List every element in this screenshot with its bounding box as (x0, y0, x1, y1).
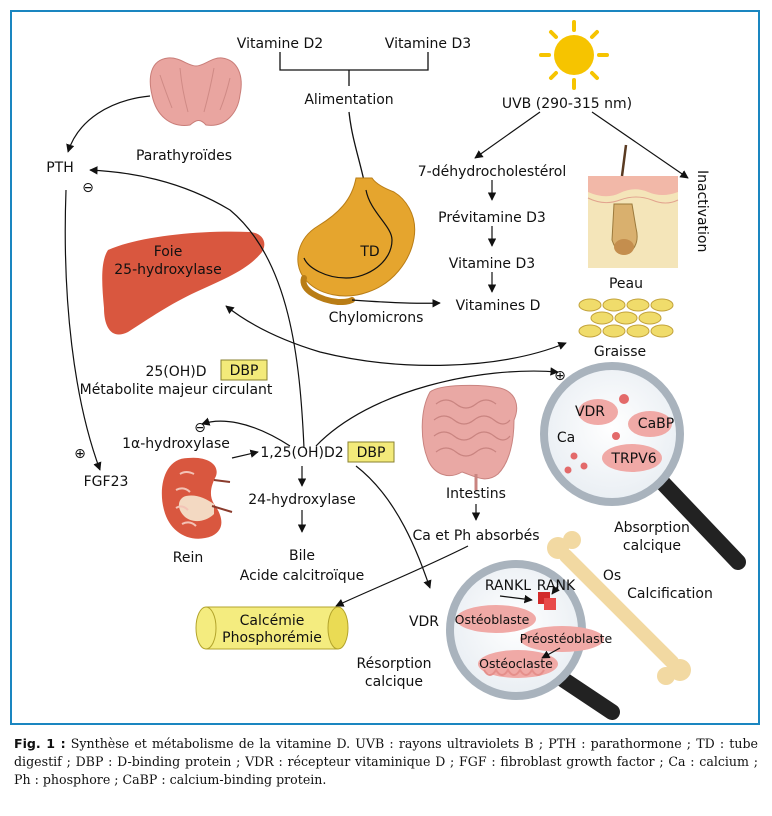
label-25ohd: 25(OH)D (145, 364, 206, 380)
skin-icon (587, 144, 679, 268)
label-resorption-2: calcique (365, 674, 423, 690)
liver-icon (102, 231, 265, 335)
label-vitamine-d2: Vitamine D2 (237, 36, 323, 52)
caption-fig-label: Fig. 1 : (14, 736, 66, 751)
label-lens-trpv6: TRPV6 (610, 451, 656, 467)
label-7-dehydrocholesterol: 7-déhydrocholestérol (418, 164, 566, 180)
label-acide-calcitroique: Acide calcitroïque (240, 568, 364, 584)
label-intestins: Intestins (446, 486, 506, 502)
magnifier-bone (446, 560, 620, 720)
label-vitamines-d: Vitamines D (456, 298, 541, 314)
intestine-icon (421, 384, 518, 490)
label-os: Os (603, 568, 621, 584)
label-calcification: Calcification (627, 586, 713, 602)
label-fgf23: FGF23 (84, 474, 129, 490)
label-dbp-1: DBP (230, 363, 259, 379)
label-absorption-1: Absorption (614, 520, 690, 536)
label-dbp-2: DBP (357, 445, 386, 461)
inhibit-sign-kidney: ⊖ (194, 420, 206, 436)
label-osteoclaste: Ostéoclaste (479, 656, 553, 671)
label-alimentation: Alimentation (304, 92, 393, 108)
label-foie: Foie (154, 244, 183, 260)
kidney-icon (161, 457, 233, 539)
figure-caption: Fig. 1 : Synthèse et métabolisme de la v… (14, 735, 758, 789)
label-resorption-1: Résorption (356, 656, 431, 672)
label-bile: Bile (289, 548, 315, 564)
calcemia-cylinder (195, 606, 349, 650)
label-calcemie: Calcémie (240, 613, 305, 629)
label-vitamine-d3: Vitamine D3 (449, 256, 535, 272)
label-lens-ca: Ca (557, 430, 575, 446)
activate-sign-intestine: ⊕ (554, 368, 566, 384)
dbp-box-1 (220, 359, 268, 381)
label-graisse: Graisse (594, 344, 646, 360)
label-vitamine-d3-top: Vitamine D3 (385, 36, 471, 52)
label-inactivation: Inactivation (694, 170, 710, 252)
label-absorption-2: calcique (623, 538, 681, 554)
label-1a-hydroxylase: 1α-hydroxylase (122, 436, 230, 452)
label-parathyroides: Parathyroïdes (136, 148, 232, 164)
label-previtamine-d3: Prévitamine D3 (438, 210, 546, 226)
inhibit-sign-pth: ⊖ (82, 180, 94, 196)
label-vdr: VDR (409, 614, 439, 630)
label-metabolite: Métabolite majeur circulant (80, 382, 273, 398)
sun-icon (539, 20, 609, 90)
label-24-hydroxylase: 24-hydroxylase (248, 492, 355, 508)
label-25-hydroxylase: 25-hydroxylase (114, 262, 221, 278)
magnifier-intestine (540, 362, 746, 570)
bone-icon (547, 531, 691, 685)
label-chylomicrons: Chylomicrons (329, 310, 424, 326)
caption-text: Synthèse et métabolisme de la vitamine D… (14, 736, 758, 787)
label-rank: RANK (537, 578, 576, 594)
vitamin-d-diagram: Vitamine D2 Vitamine D3 Alimentation UVB… (46, 20, 746, 720)
dbp-box-2 (347, 441, 395, 463)
label-preosteoblaste: Préostéoblaste (520, 631, 613, 646)
label-125ohd2: 1,25(OH)D2 (260, 445, 343, 461)
activate-sign-fgf23: ⊕ (74, 446, 86, 462)
label-phosphoremie: Phosphorémie (222, 630, 322, 646)
label-ca-ph-absorbes: Ca et Ph absorbés (413, 528, 540, 544)
label-td: TD (359, 244, 379, 260)
stomach-icon (297, 177, 416, 306)
label-uvb: UVB (290-315 nm) (502, 96, 632, 112)
label-lens-cabp: CaBP (638, 416, 674, 432)
parathyroid-icon (149, 57, 242, 126)
fat-cells-icon (578, 298, 674, 338)
label-osteoblaste: Ostéoblaste (455, 612, 530, 627)
figure-frame (10, 10, 760, 725)
label-lens-vdr: VDR (575, 404, 605, 420)
label-rein: Rein (173, 550, 203, 566)
label-rankl: RANKL (485, 578, 531, 594)
label-pth: PTH (46, 160, 74, 176)
label-peau: Peau (609, 276, 643, 292)
